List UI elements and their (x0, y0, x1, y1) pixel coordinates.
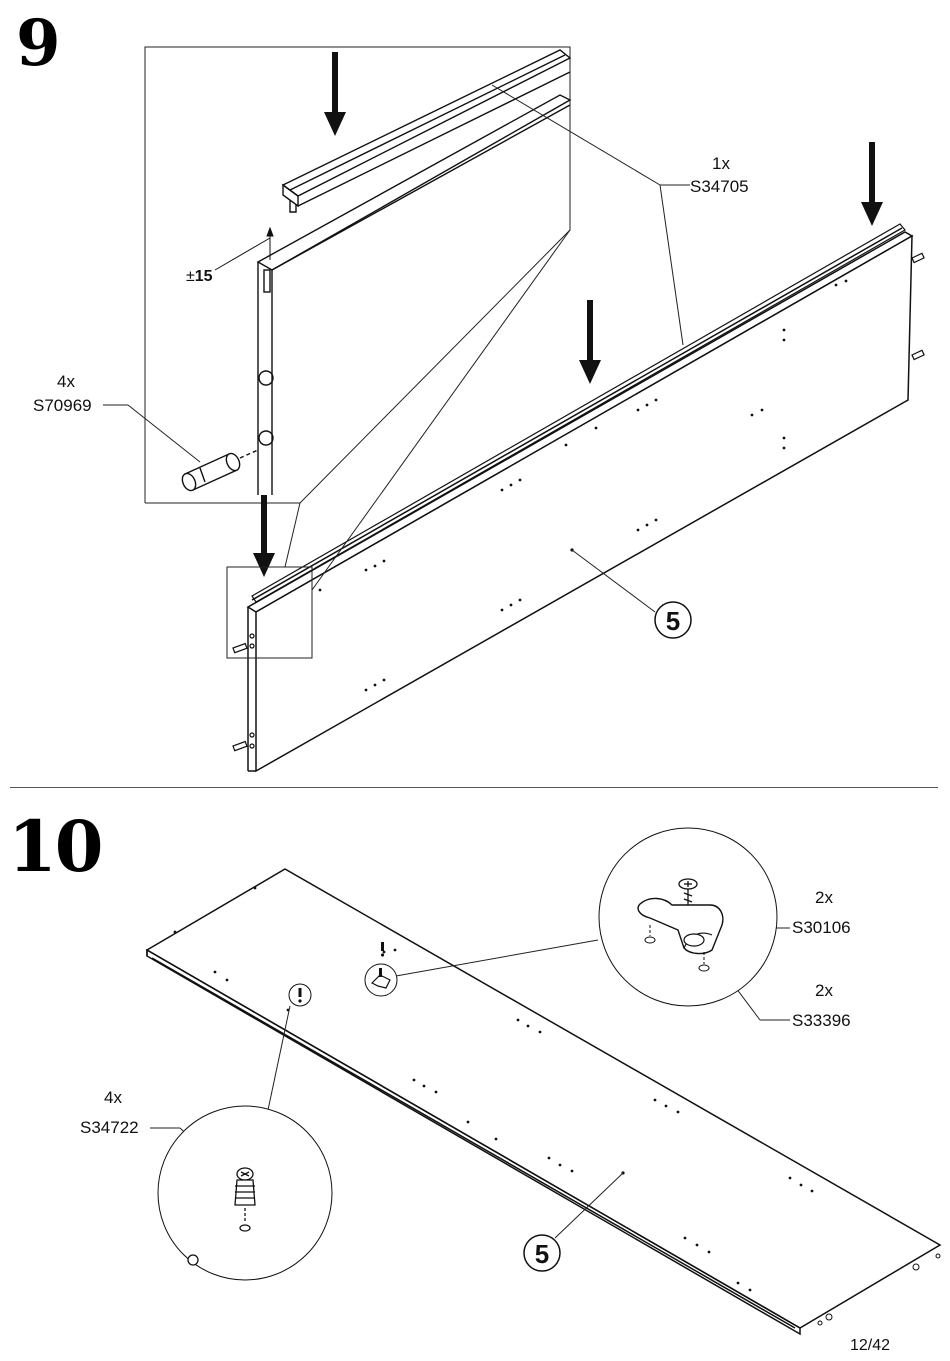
dimension-label: ±15 (186, 268, 213, 286)
step-number: 9 (16, 6, 61, 81)
panel-5-upright (246, 223, 914, 773)
panel-edge-dowels (817, 1253, 941, 1326)
warning-marker-icon (380, 942, 385, 957)
hole-pattern-flat (173, 886, 814, 1292)
cam-qty: 4x (104, 1088, 122, 1107)
leader-lines-step9 (103, 84, 690, 613)
clip-marker-icon (364, 963, 398, 997)
screw-qty: 2x (815, 888, 833, 907)
clip-qty: 2x (815, 981, 833, 1000)
down-arrow-icon (253, 495, 275, 577)
dowel-qty: 4x (57, 372, 75, 391)
cam-zoom-circle (157, 1105, 333, 1281)
panel-5-flat (145, 868, 942, 1336)
step9-detail-box (144, 46, 571, 504)
rail-zoom-box (226, 566, 313, 659)
clip-code: S33396 (792, 1011, 851, 1030)
dowel-code: S70969 (33, 396, 92, 415)
part-5-badge: 5 (654, 601, 692, 639)
screw-code: S30106 (792, 918, 851, 937)
panel-dowels (232, 252, 925, 752)
down-arrow-icon (861, 142, 883, 226)
warning-marker-icon (288, 983, 312, 1007)
section-divider (10, 787, 938, 788)
part-5-badge-label: 5 (666, 606, 680, 636)
step-number: 10 (8, 805, 103, 888)
rail-qty: 1x (712, 154, 730, 173)
part-5-badge: 5 (523, 1234, 561, 1272)
rail-code: S34705 (690, 177, 749, 196)
page-number: 12/42 (849, 1337, 890, 1354)
down-arrow-icon (579, 300, 601, 384)
clip-zoom-circle (598, 827, 778, 1007)
dimension-marker (214, 226, 274, 271)
rail-detail (281, 49, 572, 213)
hole-pattern (318, 279, 848, 692)
dimension-symbol: ± (186, 268, 195, 285)
panel-detail (256, 94, 572, 495)
down-arrow-icon (324, 52, 346, 136)
dimension-value: 15 (194, 268, 213, 285)
part-5-badge-label: 5 (535, 1239, 549, 1269)
cam-code: S34722 (80, 1118, 139, 1137)
dowel-icon (181, 449, 259, 492)
